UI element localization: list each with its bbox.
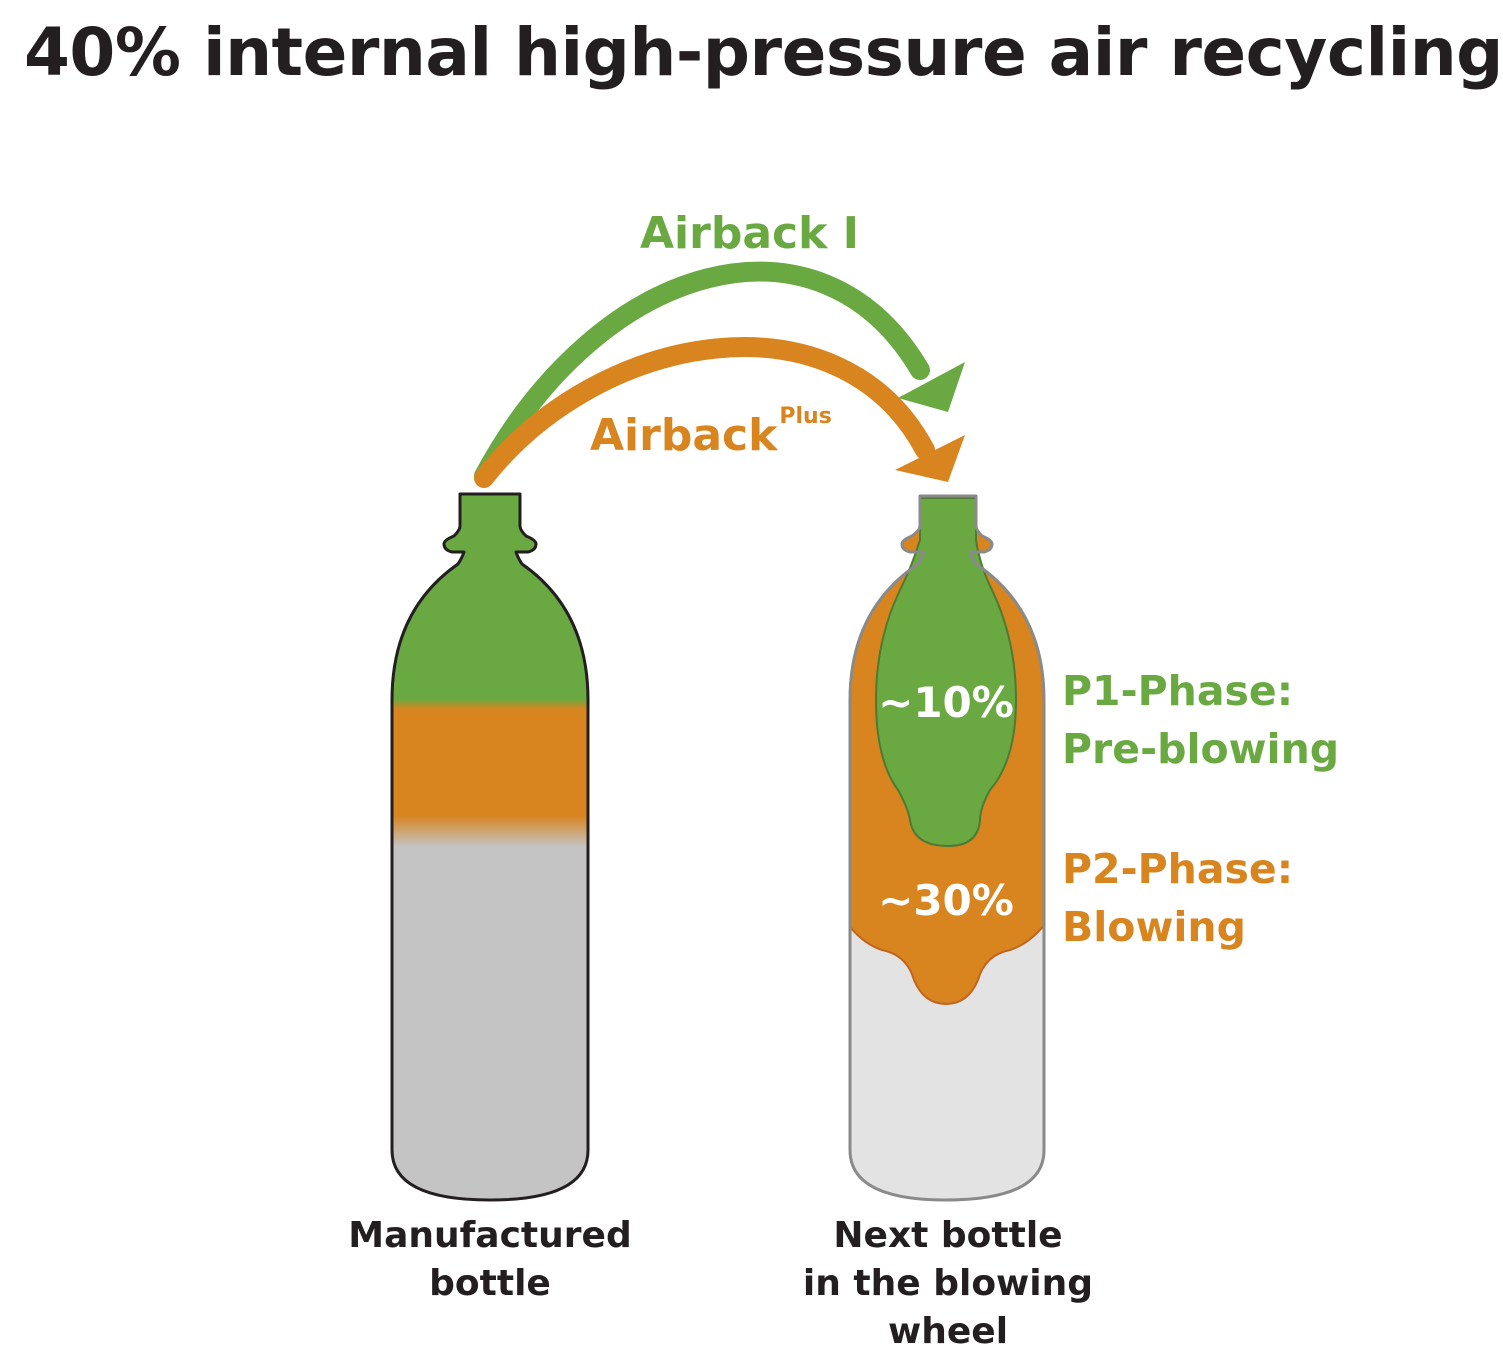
manufactured-bottle-body — [390, 492, 590, 1202]
airback-plus-arrow — [474, 337, 965, 488]
manufactured-caption-line2: bottle — [429, 1263, 551, 1304]
p1-phase-description: Pre-blowing — [1062, 725, 1340, 773]
airback-i-arrowhead — [898, 362, 965, 412]
airback-i-arrow — [474, 261, 965, 486]
airback-plus-label: AirbackPlus — [590, 404, 832, 461]
next-bottle-outline — [848, 494, 1046, 1202]
p1-phase-label: P1-Phase: Pre-blowing — [1062, 662, 1339, 778]
next-caption-line2: in the blowing — [802, 1263, 1094, 1304]
next-bottle-caption: Next bottle in the blowing wheel — [758, 1212, 1138, 1356]
p2-phase-title: P2-Phase: — [1062, 845, 1294, 893]
manufactured-bottle — [390, 492, 590, 1202]
p1-phase-title: P1-Phase: — [1062, 667, 1294, 715]
airback-i-label: Airback I — [640, 208, 860, 259]
manufactured-caption-line1: Manufactured — [348, 1215, 632, 1256]
next-caption-line1: Next bottle — [833, 1215, 1063, 1256]
airback-plus-label-main: Airback — [590, 410, 778, 461]
p2-share-label: ~30% — [878, 876, 1014, 925]
diagram-page: 40% internal high-pressure air recycling — [24, 14, 1503, 1356]
p1-preblowing-volume — [874, 497, 1018, 848]
p2-phase-description: Blowing — [1062, 903, 1246, 951]
next-bottle — [848, 494, 1046, 1202]
next-caption-line3: wheel — [887, 1311, 1009, 1352]
p2-phase-label: P2-Phase: Blowing — [1062, 840, 1293, 956]
page-title: 40% internal high-pressure air recycling — [24, 14, 1503, 91]
p1-share-label: ~10% — [878, 678, 1014, 727]
airback-plus-label-superscript: Plus — [779, 404, 832, 429]
airback-plus-arrowhead — [895, 435, 965, 482]
manufactured-bottle-caption: Manufactured bottle — [300, 1212, 680, 1308]
recycling-diagram — [390, 261, 1046, 1202]
